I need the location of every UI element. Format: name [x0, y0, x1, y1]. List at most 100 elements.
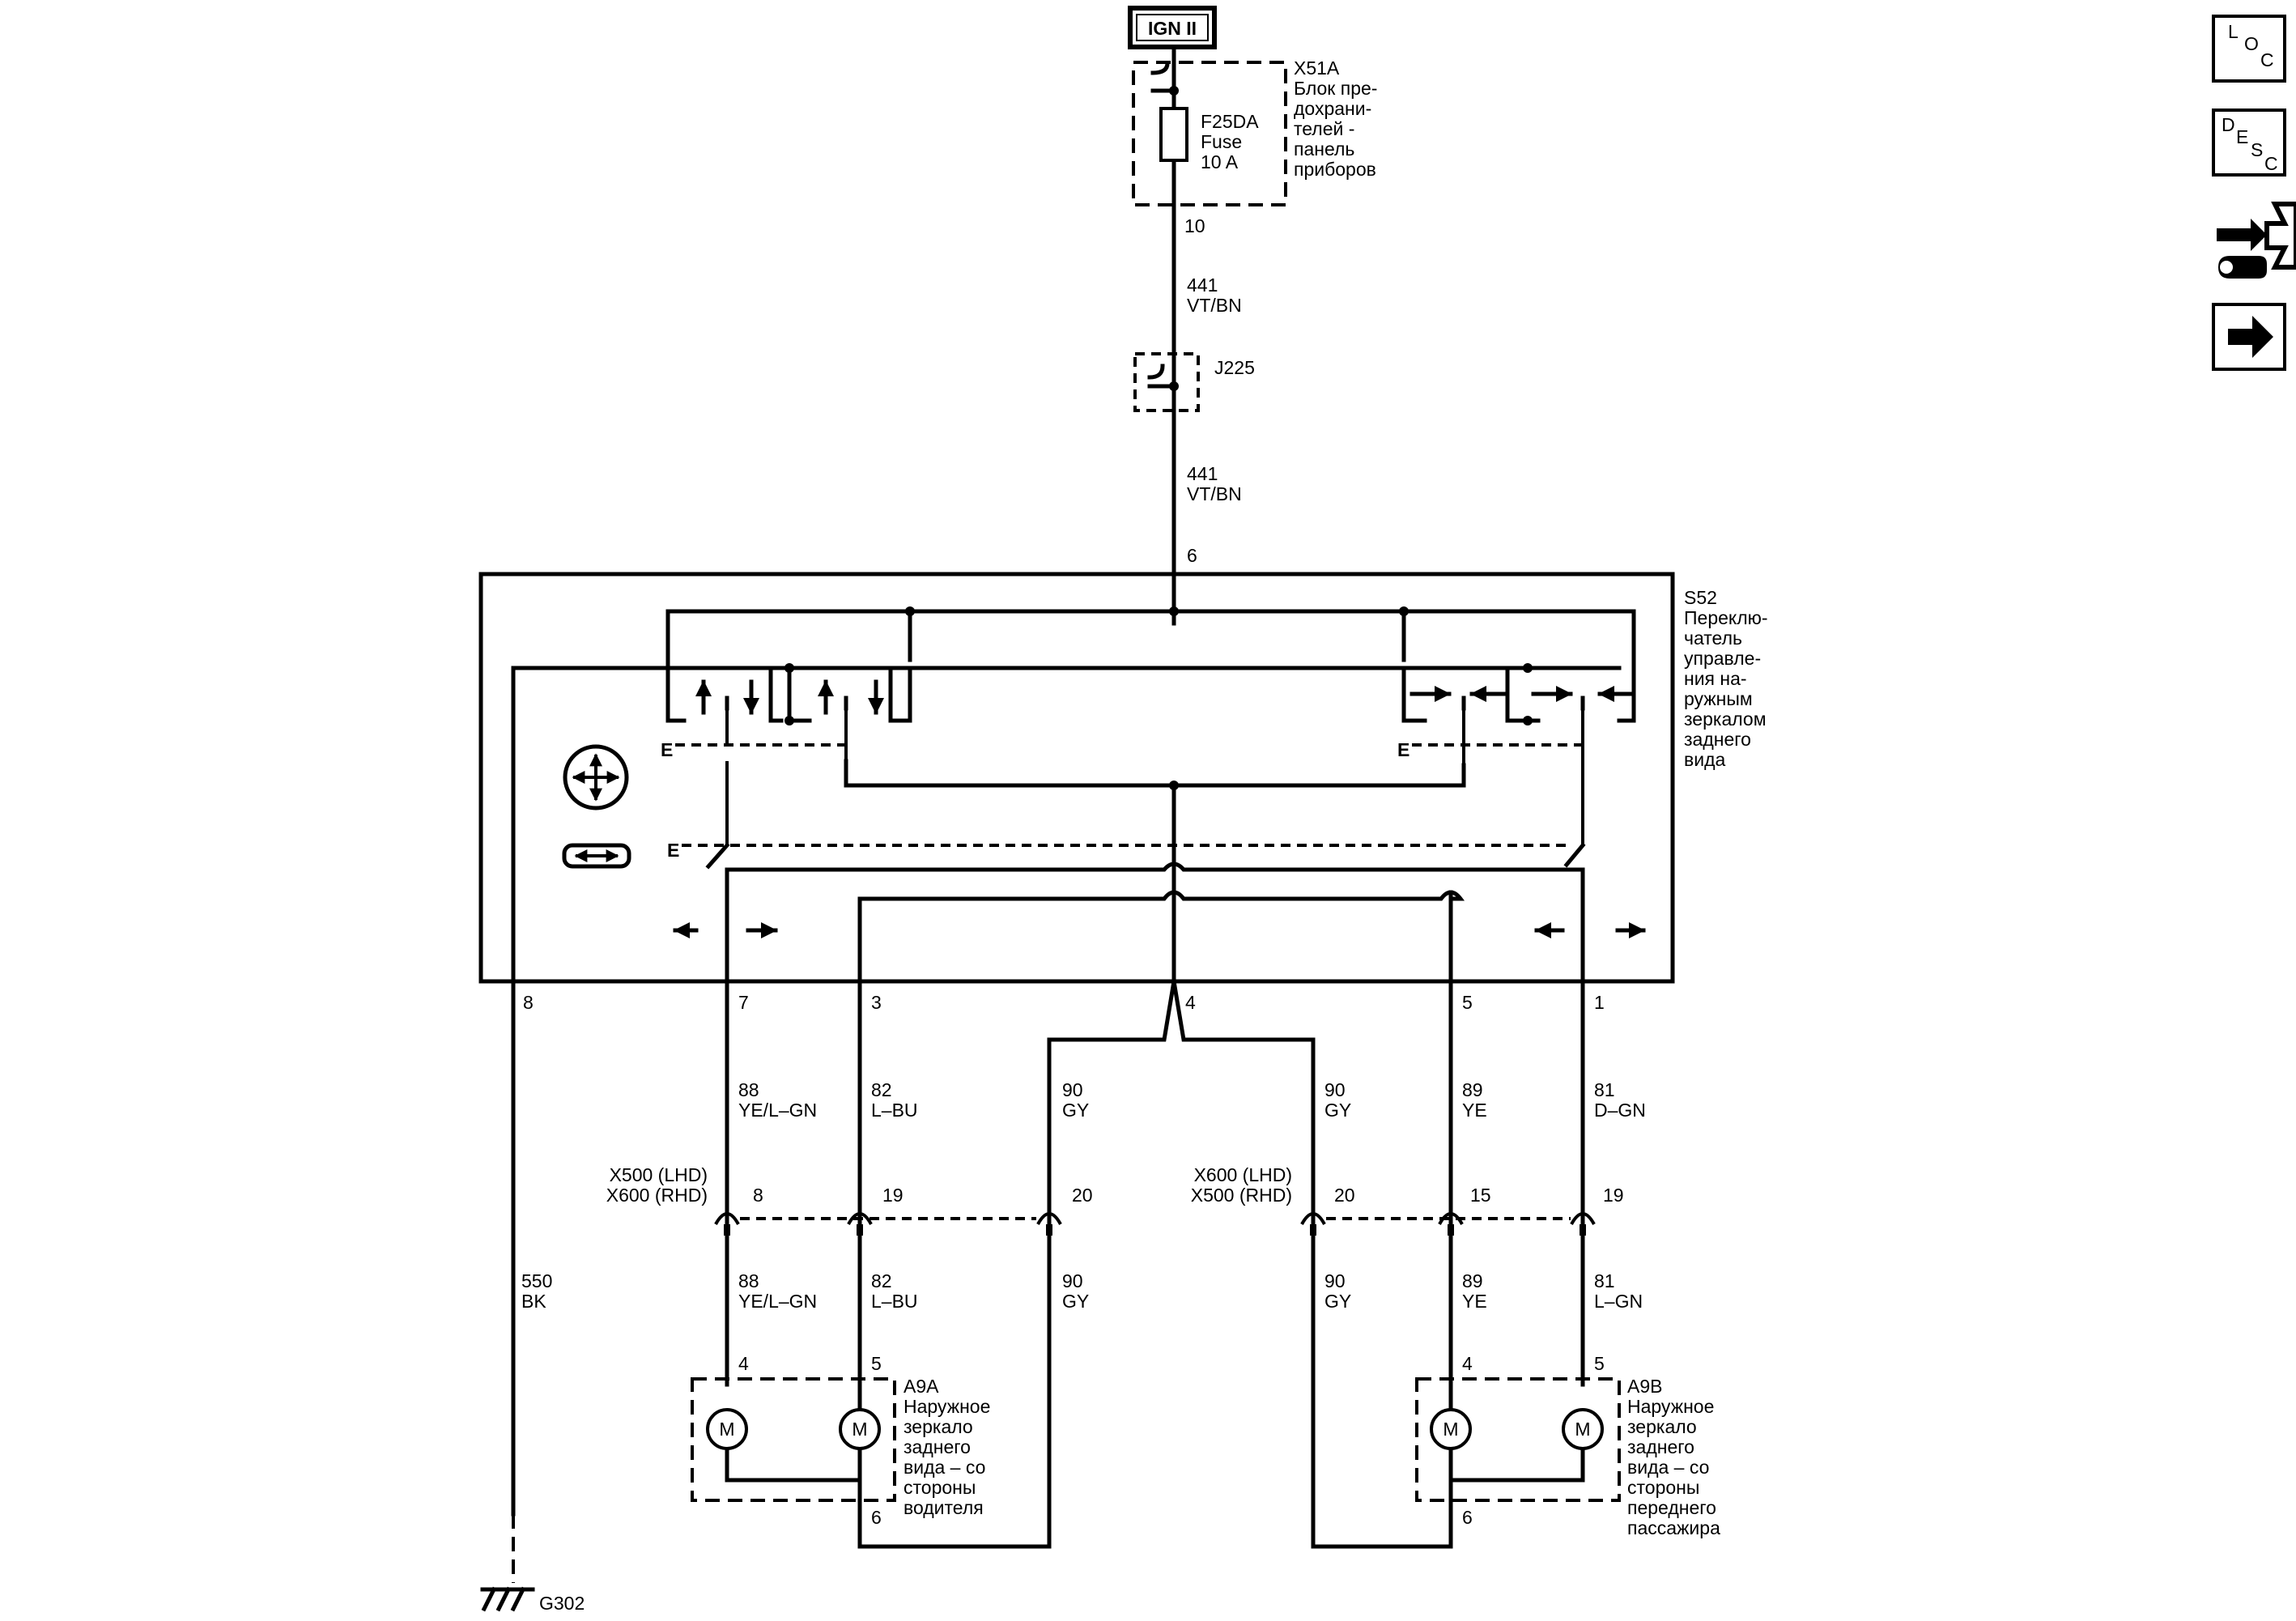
fuse-block-x51a: F25DA Fuse 10 A X51A Блок пре- дохрани- …: [1132, 57, 1377, 236]
svg-text:X500 (LHD): X500 (LHD): [610, 1164, 708, 1185]
svg-text:90: 90: [1062, 1079, 1083, 1100]
next-page-button[interactable]: [2212, 303, 2286, 371]
svg-text:вида – со: вида – со: [904, 1457, 985, 1478]
splice-label: J225: [1214, 357, 1255, 378]
motor-icon: M: [1562, 1408, 1604, 1450]
switch-pin-labels: 8 7 3 4 5 1: [523, 992, 1605, 1013]
svg-text:переднего: переднего: [1627, 1497, 1716, 1518]
svg-text:VT/BN: VT/BN: [1187, 295, 1242, 316]
svg-text:заднего: заднего: [1627, 1436, 1694, 1457]
svg-text:VT/BN: VT/BN: [1187, 483, 1242, 504]
inline-connector-left: X500 (LHD) X600 (RHD) 8 19 20: [606, 1164, 1093, 1236]
svg-text:E: E: [1397, 739, 1409, 760]
svg-text:3: 3: [871, 992, 882, 1013]
up-down-contact-group: [665, 666, 912, 725]
svg-text:90: 90: [1324, 1079, 1346, 1100]
svg-text:D–GN: D–GN: [1594, 1100, 1646, 1121]
inline-connector-right: X600 (LHD) X500 (RHD) 20 15 19: [1191, 1164, 1624, 1236]
svg-text:водителя: водителя: [904, 1497, 984, 1518]
wire-90-right: [1171, 979, 1316, 1221]
svg-text:88: 88: [738, 1270, 759, 1291]
svg-text:81: 81: [1594, 1270, 1615, 1291]
svg-text:M: M: [1443, 1419, 1458, 1440]
svg-text:X600 (RHD): X600 (RHD): [606, 1185, 708, 1206]
joystick-direction-icon: [563, 744, 629, 810]
svg-text:GY: GY: [1324, 1291, 1351, 1312]
svg-text:M: M: [1575, 1419, 1590, 1440]
fuse-block-connector: X51A: [1294, 57, 1340, 79]
ign-ii-power-source: IGN II: [1128, 6, 1217, 49]
svg-text:S: S: [2251, 139, 2263, 160]
svg-text:82: 82: [871, 1079, 892, 1100]
svg-text:4: 4: [1462, 1353, 1473, 1374]
svg-text:Переклю-: Переклю-: [1684, 607, 1768, 628]
svg-text:C: C: [2264, 153, 2278, 174]
svg-text:L–GN: L–GN: [1594, 1291, 1643, 1312]
location-view-icon: L O C: [2228, 21, 2274, 70]
next-arrow-icon: [2228, 316, 2273, 358]
svg-text:панель: панель: [1294, 138, 1354, 160]
svg-text:приборов: приборов: [1294, 159, 1376, 180]
location-view-button[interactable]: L O C: [2212, 15, 2286, 83]
fuse-f25da: [1159, 107, 1188, 162]
svg-text:управле-: управле-: [1684, 648, 1761, 669]
svg-text:19: 19: [882, 1185, 904, 1206]
left-right-contact-group: [1401, 666, 1636, 725]
svg-text:L–BU: L–BU: [871, 1100, 918, 1121]
motor-icon: M: [839, 1408, 881, 1450]
svg-text:телей -: телей -: [1294, 118, 1354, 139]
svg-text:дохрани-: дохрани-: [1294, 98, 1371, 119]
svg-text:441: 441: [1187, 274, 1218, 296]
svg-text:20: 20: [1334, 1185, 1355, 1206]
svg-text:550: 550: [521, 1270, 552, 1291]
svg-text:20: 20: [1072, 1185, 1093, 1206]
svg-text:5: 5: [1594, 1353, 1605, 1374]
mirror-a9b-passenger: 4 5 6 M M A9B Наружное зеркало заднего в…: [1415, 1353, 1720, 1538]
svg-text:4: 4: [738, 1353, 749, 1374]
lower-wire-labels: 550 BK 88 YE/L–GN 82 L–BU 90 GY 90 GY 89…: [521, 1270, 1643, 1312]
svg-text:вида – со: вида – со: [1627, 1457, 1709, 1478]
fuse-block-terminal: [1150, 61, 1175, 93]
svg-text:E: E: [661, 739, 673, 760]
description-view-icon: D E S C: [2222, 114, 2278, 174]
svg-text:зеркалом: зеркалом: [1684, 708, 1767, 730]
svg-text:зеркало: зеркало: [904, 1416, 973, 1437]
mirror-switch-s52: S52 Переклю- чатель управле- ния на- руж…: [478, 572, 1768, 984]
svg-text:7: 7: [738, 992, 749, 1013]
switch-linkage-upper: E E: [661, 708, 1584, 765]
svg-text:E: E: [2236, 126, 2248, 147]
connector-repair-button[interactable]: [2217, 202, 2296, 279]
svg-text:8: 8: [753, 1185, 763, 1206]
svg-text:M: M: [719, 1419, 734, 1440]
svg-text:YE: YE: [1462, 1291, 1487, 1312]
svg-text:стороны: стороны: [904, 1477, 976, 1498]
svg-text:ружным: ружным: [1684, 688, 1753, 709]
svg-text:M: M: [852, 1419, 867, 1440]
wire-90-left: [1047, 979, 1176, 1221]
fuse-out-pin: 10: [1184, 215, 1205, 236]
svg-text:Блок пре-: Блок пре-: [1294, 78, 1377, 99]
svg-text:5: 5: [1462, 992, 1473, 1013]
svg-text:вида: вида: [1684, 749, 1725, 770]
mirror-a9a-driver: 4 5 6 M M A9A Наружное зеркало заднего в…: [691, 1353, 990, 1528]
svg-text:89: 89: [1462, 1079, 1483, 1100]
svg-text:заднего: заднего: [904, 1436, 971, 1457]
ground-g302: G302: [480, 1586, 585, 1614]
svg-text:90: 90: [1062, 1270, 1083, 1291]
svg-text:чатель: чатель: [1684, 628, 1742, 649]
power-source-label: IGN II: [1148, 18, 1197, 39]
svg-text:зеркало: зеркало: [1627, 1416, 1697, 1437]
svg-text:YE/L–GN: YE/L–GN: [738, 1291, 817, 1312]
svg-text:6: 6: [1462, 1507, 1473, 1528]
svg-text:Наружное: Наружное: [1627, 1396, 1714, 1417]
svg-text:89: 89: [1462, 1270, 1483, 1291]
svg-text:X500 (RHD): X500 (RHD): [1191, 1185, 1292, 1206]
svg-text:E: E: [667, 840, 679, 861]
description-view-button[interactable]: D E S C: [2212, 108, 2286, 177]
switch-housing: [478, 572, 1675, 984]
switch-id: S52: [1684, 587, 1717, 608]
svg-text:1: 1: [1594, 992, 1605, 1013]
svg-text:Наружное: Наружное: [904, 1396, 990, 1417]
svg-text:L–BU: L–BU: [871, 1291, 918, 1312]
